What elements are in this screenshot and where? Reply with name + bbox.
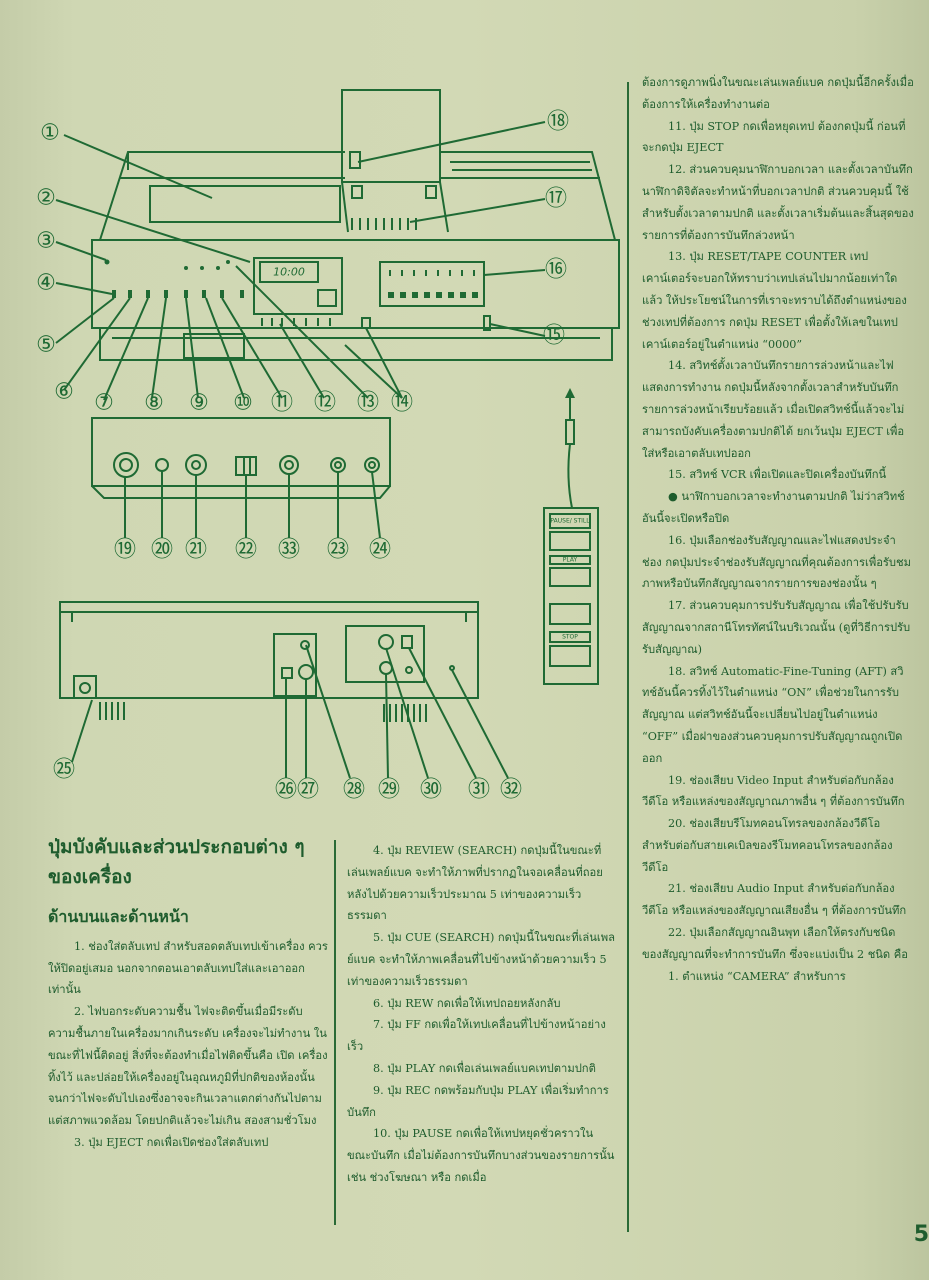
callout-13: ⑬	[357, 391, 379, 416]
item-13: 13. ปุ่ม RESET/TAPE COUNTER เทปเคาน์เตอร…	[642, 250, 907, 351]
remote-control: PAUSE/ STILL PLAY STOP	[543, 388, 599, 685]
text-column-3: ต้องการดูภาพนิ่งในขณะเล่นเพลย์แบค กดปุ่ม…	[642, 72, 914, 987]
input-panel	[91, 417, 391, 499]
item-8: 8. ปุ่ม PLAY กดเพื่อเล่นเพลย์แบคเทปตามปก…	[373, 1061, 596, 1075]
item-18: 18. สวิทช์ Automatic-Fine-Tuning (AFT) ส…	[642, 664, 904, 765]
item-2: 2. ไฟบอกระดับความชื้น ไฟจะติดขึ้นเมื่อมี…	[48, 1005, 328, 1128]
item-7: 7. ปุ่ม FF กดเพื่อให้เทปเคลื่อนที่ไปข้าง…	[347, 1018, 606, 1054]
remote-play-label: PLAY	[563, 557, 578, 564]
callout-9: ⑨	[189, 391, 209, 416]
vcr-front-view: 10:00	[91, 89, 620, 361]
callout-29: ㉙	[378, 778, 400, 803]
callout-2: ②	[36, 186, 56, 211]
remote-pause-label: PAUSE/ STILL	[550, 518, 590, 525]
text-column-2: 4. ปุ่ม REVIEW (SEARCH) กดปุ่มนี้ในขณะที…	[347, 840, 617, 1189]
callout-1: ①	[40, 121, 60, 146]
item-11: 11. ปุ่ม STOP กดเพื่อหยุดเทป ต้องกดปุ่มน…	[642, 119, 906, 155]
callout-32: ㉜	[500, 778, 522, 803]
vcr-rear-view	[59, 601, 479, 763]
item-15-note: ● นาฬิกาบอกเวลาจะทำงานตามปกติ ไม่ว่าสวิท…	[642, 490, 905, 525]
callout-8: ⑧	[144, 391, 164, 416]
callout-20: ⑳	[151, 538, 173, 563]
callout-7: ⑦	[94, 391, 114, 416]
item-21: 21. ช่องเสียบ Audio Input สำหรับต่อกับกล…	[642, 882, 907, 918]
callout-17: ⑰	[545, 187, 567, 212]
item-4: 4. ปุ่ม REVIEW (SEARCH) กดปุ่มนี้ในขณะที…	[347, 844, 603, 923]
callout-22: ㉒	[235, 538, 257, 563]
callout-6: ⑥	[54, 380, 74, 405]
front-buttons	[112, 290, 371, 329]
callout-10: ⑩	[233, 391, 253, 416]
callout-27: ㉗	[297, 778, 319, 803]
item-22-a: 1. ตำแหน่ง “CAMERA” สำหรับการ	[668, 969, 846, 983]
item-17: 17. ส่วนควบคุมการปรับรับสัญญาณ เพื่อใช้ป…	[642, 599, 911, 656]
section-subheading: ด้านบนและด้านหน้า	[48, 907, 189, 926]
item-10: 10. ปุ่ม PAUSE กดเพื่อให้เทปหยุดชั่วคราว…	[347, 1127, 615, 1184]
clock-display: 10:00	[273, 266, 305, 279]
page-number: 5	[913, 1222, 929, 1247]
callout-14: ⑭	[391, 391, 413, 416]
callout-31: ㉛	[468, 778, 490, 803]
callout-12: ⑫	[314, 391, 336, 416]
remote-stop-label: STOP	[562, 634, 578, 641]
callout-4: ④	[36, 271, 56, 296]
callout-15: ⑮	[543, 324, 565, 349]
callout-33: ㉝	[278, 538, 300, 563]
item-6: 6. ปุ่ม REW กดเพื่อให้เทปถอยหลังกลับ	[373, 996, 561, 1010]
callout-18: ⑱	[547, 110, 569, 135]
item-9: 9. ปุ่ม REC กดพร้อมกับปุ่ม PLAY เพื่อเริ…	[347, 1083, 609, 1119]
callout-19: ⑲	[114, 538, 136, 563]
callout-11: ⑪	[271, 391, 293, 416]
section-heading: ปุ่มบังคับและส่วนประกอบต่าง ๆ ของเครื่อง	[48, 836, 305, 888]
callout-23: ㉓	[327, 538, 349, 563]
item-5: 5. ปุ่ม CUE (SEARCH) กดปุ่มนี้ในขณะที่เล…	[347, 931, 615, 988]
callout-26: ㉖	[275, 778, 297, 803]
item-20: 20. ช่องเสียบรีโมทคอนโทรลของกล้องวีดีโอ …	[642, 817, 893, 874]
callout-16: ⑯	[545, 258, 567, 283]
item-1: 1. ช่องใส่ตลับเทป สำหรับสอดตลับเทปเข้าเค…	[48, 939, 328, 997]
item-15: 15. สวิทช์ VCR เพื่อเปิดและปิดเครื่องบัน…	[668, 468, 887, 482]
column-divider-right	[627, 82, 629, 1232]
item-19: 19. ช่องเสียบ Video Input สำหรับต่อกับกล…	[642, 773, 905, 809]
item-10-cont: ต้องการดูภาพนิ่งในขณะเล่นเพลย์แบค กดปุ่ม…	[642, 76, 914, 111]
item-12: 12. ส่วนควบคุมนาฬิกาบอกเวลา และตั้งเวลาบ…	[642, 163, 914, 242]
callout-28: ㉘	[343, 778, 365, 803]
callout-labels: ① ② ③ ④ ⑤ ⑥ ⑦ ⑧ ⑨ ⑩ ⑪ ⑫ ⑬ ⑭ ⑮ ⑯ ⑰ ⑱ ⑲ ⑳ …	[36, 110, 569, 803]
item-3: 3. ปุ่ม EJECT กดเพื่อเปิดช่องใส่ตลับเทป	[74, 1135, 269, 1149]
item-14: 14. สวิทช์ตั้งเวลาบันทึกรายการล่วงหน้าแล…	[642, 359, 905, 460]
callout-30: ㉚	[420, 778, 442, 803]
text-column-1: ปุ่มบังคับและส่วนประกอบต่าง ๆ ของเครื่อง…	[48, 832, 330, 1154]
vcr-diagram: 10:00	[36, 89, 620, 803]
column-divider-left	[334, 840, 336, 1225]
item-16: 16. ปุ่มเลือกช่องรับสัญญาณและไฟแสดงประจำ…	[642, 533, 911, 591]
callout-21: ㉑	[185, 538, 207, 563]
callout-5: ⑤	[36, 333, 56, 358]
callout-25: ㉕	[53, 758, 75, 783]
callout-3: ③	[36, 229, 56, 254]
item-22: 22. ปุ่มเลือกสัญญาณอินพุท เลือกให้ตรงกับ…	[642, 926, 908, 961]
callout-24: ㉔	[369, 538, 391, 563]
